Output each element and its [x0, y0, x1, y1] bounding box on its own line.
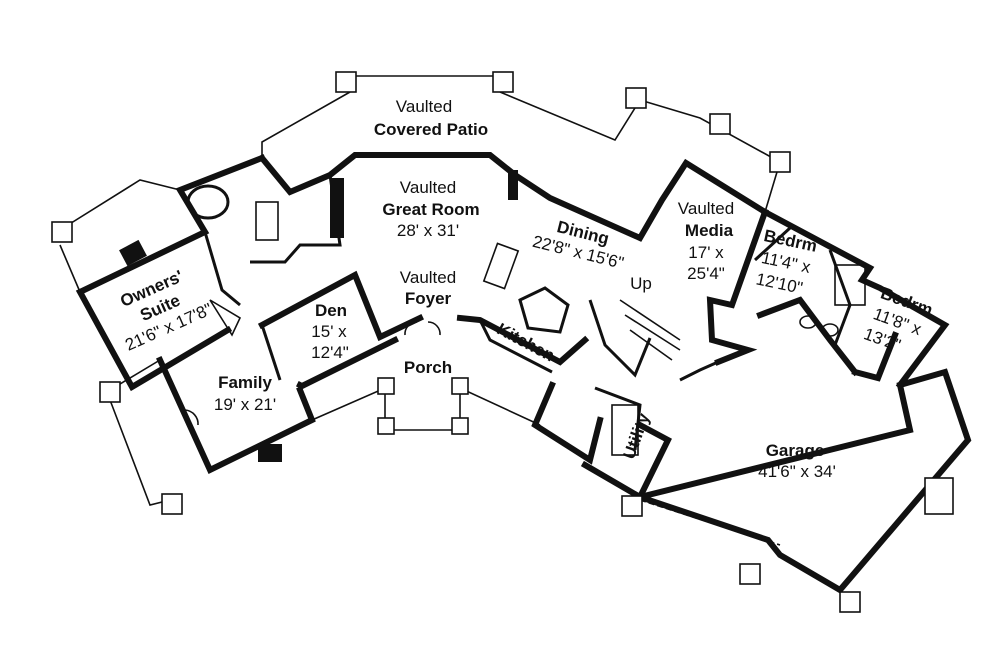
- door-icon: [184, 409, 199, 426]
- exterior-walls: [75, 152, 972, 594]
- utility-label: Utility: [619, 410, 653, 461]
- hall-wall: [679, 360, 719, 382]
- media-wall: [706, 208, 769, 366]
- stairs-label: Up: [630, 274, 652, 293]
- entry-door-icon: [404, 321, 441, 336]
- post: [492, 71, 514, 93]
- room-labels: Vaulted Covered Patio Vaulted Great Room…: [117, 97, 935, 481]
- post: [451, 417, 469, 435]
- great-room-label-1: Vaulted: [400, 178, 456, 197]
- garage-size: 41'6" x 34': [758, 462, 836, 481]
- garage-door: [639, 499, 781, 546]
- family-label: Family: [218, 373, 272, 392]
- vanity-icon: [255, 201, 279, 241]
- den-size-2: 12'4": [311, 343, 349, 362]
- patio-label-2: Covered Patio: [374, 120, 488, 139]
- post: [377, 377, 395, 395]
- fireplace-icon: [258, 444, 282, 462]
- den-label: Den: [315, 301, 347, 320]
- post: [621, 495, 643, 517]
- bedroom-divide-wall: [756, 296, 860, 377]
- great-room-size: 28' x 31': [397, 221, 459, 240]
- bedroom2-wall: [851, 331, 899, 382]
- post: [161, 493, 183, 515]
- fireplace-icon: [330, 178, 344, 238]
- media-label-1: Vaulted: [678, 199, 734, 218]
- post: [769, 151, 791, 173]
- den-south-wall: [295, 335, 400, 390]
- bedroom1-wall: [753, 226, 792, 262]
- den-wall: [257, 270, 424, 342]
- foyer-front-wall: [456, 314, 590, 366]
- utility-wall: [580, 420, 672, 502]
- fireplace-icon: [119, 239, 147, 267]
- patio-west-edge: [261, 91, 351, 158]
- kitchen-island-icon: [518, 286, 570, 334]
- owners-patio-west: [59, 244, 81, 293]
- post: [625, 87, 647, 109]
- fixtures: [119, 170, 866, 462]
- den-west-wall: [260, 324, 282, 381]
- dining-table-icon: [482, 242, 520, 290]
- porch-label: Porch: [404, 358, 452, 377]
- fireplace-icon: [508, 170, 518, 200]
- kitchen-south-wall: [531, 381, 604, 465]
- media-size-1: 17' x: [688, 243, 724, 262]
- stairs-icon: [619, 299, 681, 361]
- post: [839, 591, 861, 613]
- interior-walls: [203, 174, 852, 451]
- post: [51, 221, 73, 243]
- porch-edge: [311, 386, 541, 431]
- post: [99, 381, 121, 403]
- patio2-edge: [639, 99, 781, 213]
- sink-icon: [799, 315, 817, 329]
- shower-icon: [834, 264, 866, 306]
- post: [451, 377, 469, 395]
- counter-wall: [478, 319, 553, 374]
- utility-inner-wall: [594, 386, 642, 451]
- foyer-label-2: Foyer: [405, 289, 452, 308]
- owners-suite-wall: [75, 154, 266, 392]
- media-label-2: Media: [685, 221, 734, 240]
- post: [335, 71, 357, 93]
- great-room-label-2: Great Room: [382, 200, 479, 219]
- washer-icon: [611, 404, 639, 456]
- bathtub-icon: [186, 184, 230, 220]
- family-size: 19' x 21': [214, 395, 276, 414]
- post: [924, 477, 954, 515]
- post: [739, 563, 761, 585]
- den-size-1: 15' x: [311, 322, 347, 341]
- patio-beam: [341, 75, 501, 88]
- family-patio-edge: [109, 399, 171, 506]
- post: [709, 113, 731, 135]
- owners-patio-edge: [59, 179, 181, 231]
- garage-label: Garage: [766, 441, 825, 460]
- door-icon: [209, 299, 242, 337]
- media-size-2: 25'4": [687, 264, 725, 283]
- posts: [51, 71, 954, 613]
- patio-label-1: Vaulted: [396, 97, 452, 116]
- bedroom-east-wall: [760, 207, 950, 390]
- foyer-label-1: Vaulted: [400, 268, 456, 287]
- patio-east-edge: [499, 91, 641, 141]
- stair-wall: [588, 299, 652, 378]
- sink-icon: [821, 323, 839, 337]
- post: [377, 417, 395, 435]
- bath-wall: [203, 231, 241, 307]
- garage-wall: [636, 368, 972, 594]
